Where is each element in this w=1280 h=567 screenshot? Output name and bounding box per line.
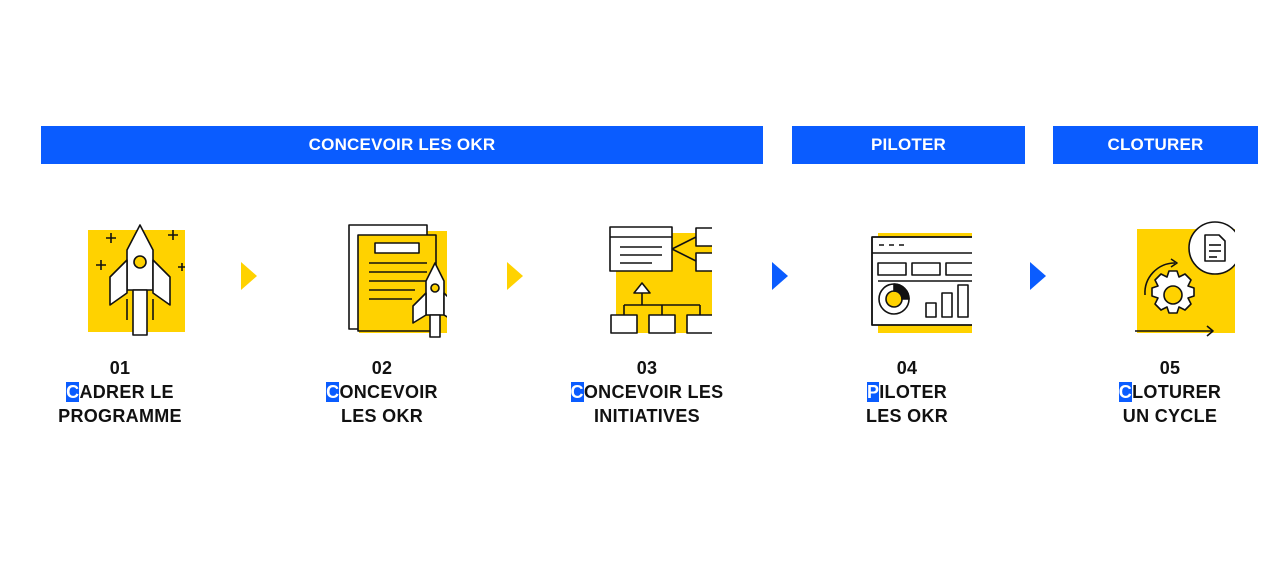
phase-label: CONCEVOIR LES OKR [308, 135, 496, 154]
step-number: 05 [1159, 358, 1181, 378]
step-title-line1: ILOTER [879, 382, 948, 402]
step-title-line1: ONCEVOIR LES [583, 382, 724, 402]
rocket-icon [55, 215, 185, 340]
step-caption: 02 CONCEVOIR LES OKR [297, 356, 467, 428]
step-caption: 03 CONCEVOIR LES INITIATIVES [562, 356, 732, 428]
step-number: 03 [636, 358, 658, 378]
gear-cycle-icon [1105, 215, 1235, 340]
documents-rocket-icon [317, 215, 447, 340]
step-number: 01 [109, 358, 131, 378]
phase-banner-concevoir: CONCEVOIR LES OKR [41, 126, 763, 164]
step-number: 02 [371, 358, 393, 378]
step-title-line1: LOTURER [1132, 382, 1222, 402]
phase-label: PILOTER [870, 135, 947, 154]
step-title-line2: INITIATIVES [594, 406, 700, 426]
step-title-line2: PROGRAMME [58, 406, 182, 426]
step-05: 05 CLOTURER UN CYCLE [1085, 215, 1255, 428]
flowchart-icon [582, 215, 712, 340]
arrow-icon [772, 262, 788, 290]
step-02: 02 CONCEVOIR LES OKR [297, 215, 467, 428]
step-title-line2: LES OKR [340, 406, 424, 426]
step-initial-highlight: P [866, 382, 880, 402]
step-initial-highlight: C [66, 382, 80, 402]
step-number: 04 [896, 358, 918, 378]
arrow-icon [507, 262, 523, 290]
step-title-line2: UN CYCLE [1122, 406, 1218, 426]
step-title-line2: LES OKR [865, 406, 949, 426]
step-caption: 04 PILOTER LES OKR [822, 356, 992, 428]
phase-banner-piloter: PILOTER [792, 126, 1025, 164]
arrow-icon [241, 262, 257, 290]
step-title-line1: ADRER LE [79, 382, 174, 402]
step-01: 01 CADRER LE PROGRAMME [35, 215, 205, 428]
step-caption: 01 CADRER LE PROGRAMME [35, 356, 205, 428]
step-04: 04 PILOTER LES OKR [822, 215, 992, 428]
step-initial-highlight: C [326, 382, 340, 402]
step-caption: 05 CLOTURER UN CYCLE [1085, 356, 1255, 428]
step-initial-highlight: C [570, 382, 584, 402]
step-initial-highlight: C [1118, 382, 1133, 402]
arrow-icon [1030, 262, 1046, 290]
dashboard-icon [842, 215, 972, 340]
phase-label: CLOTURER [1107, 135, 1204, 154]
phase-banner-cloturer: CLOTURER [1053, 126, 1258, 164]
step-03: 03 CONCEVOIR LES INITIATIVES [562, 215, 732, 428]
step-title-line1: ONCEVOIR [339, 382, 438, 402]
